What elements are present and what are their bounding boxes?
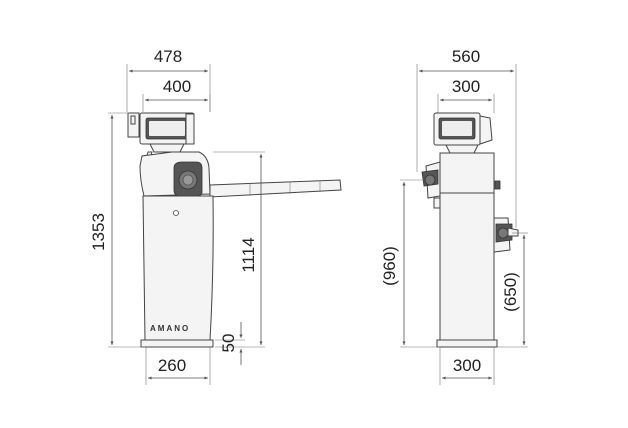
camera-head: [127, 112, 195, 153]
dim-50: 50: [215, 322, 245, 365]
dim-label-400: 400: [163, 77, 191, 96]
left-arm-bracket: [421, 161, 441, 209]
dim-1114: 1114: [213, 151, 265, 348]
dim-label-50: 50: [219, 334, 238, 353]
dim-label-300-top: 300: [452, 77, 480, 96]
dim-560: 560: [416, 47, 517, 228]
dim-400: 400: [142, 77, 211, 112]
dim-label-478: 478: [154, 47, 182, 66]
right-arm-bracket: [493, 217, 519, 253]
dim-260: 260: [145, 347, 211, 385]
dim-478: 478: [126, 47, 211, 112]
dim-960: (960): [380, 179, 440, 348]
side-view: 560 300: [380, 47, 528, 385]
dim-label-300-bottom: 300: [453, 356, 481, 375]
dim-label-1353: 1353: [89, 213, 108, 251]
dim-label-960: (960): [380, 246, 399, 286]
side-camera-head: [433, 112, 493, 154]
dim-label-1114: 1114: [239, 237, 258, 272]
dim-650: (650): [497, 232, 528, 348]
dim-label-650: (650): [501, 272, 520, 312]
main-body: AMANO: [140, 195, 214, 348]
dim-label-260: 260: [158, 356, 186, 375]
dim-label-560: 560: [452, 47, 480, 66]
dim-300-top: 300: [437, 77, 495, 113]
dim-300-bottom: 300: [439, 347, 495, 385]
barrier-arm: [209, 179, 342, 198]
upper-housing: [139, 151, 211, 197]
front-view: 478 400: [89, 47, 342, 385]
side-cabinet: [436, 152, 501, 348]
dim-1353: 1353: [89, 112, 145, 348]
brand-label: AMANO: [150, 324, 190, 333]
